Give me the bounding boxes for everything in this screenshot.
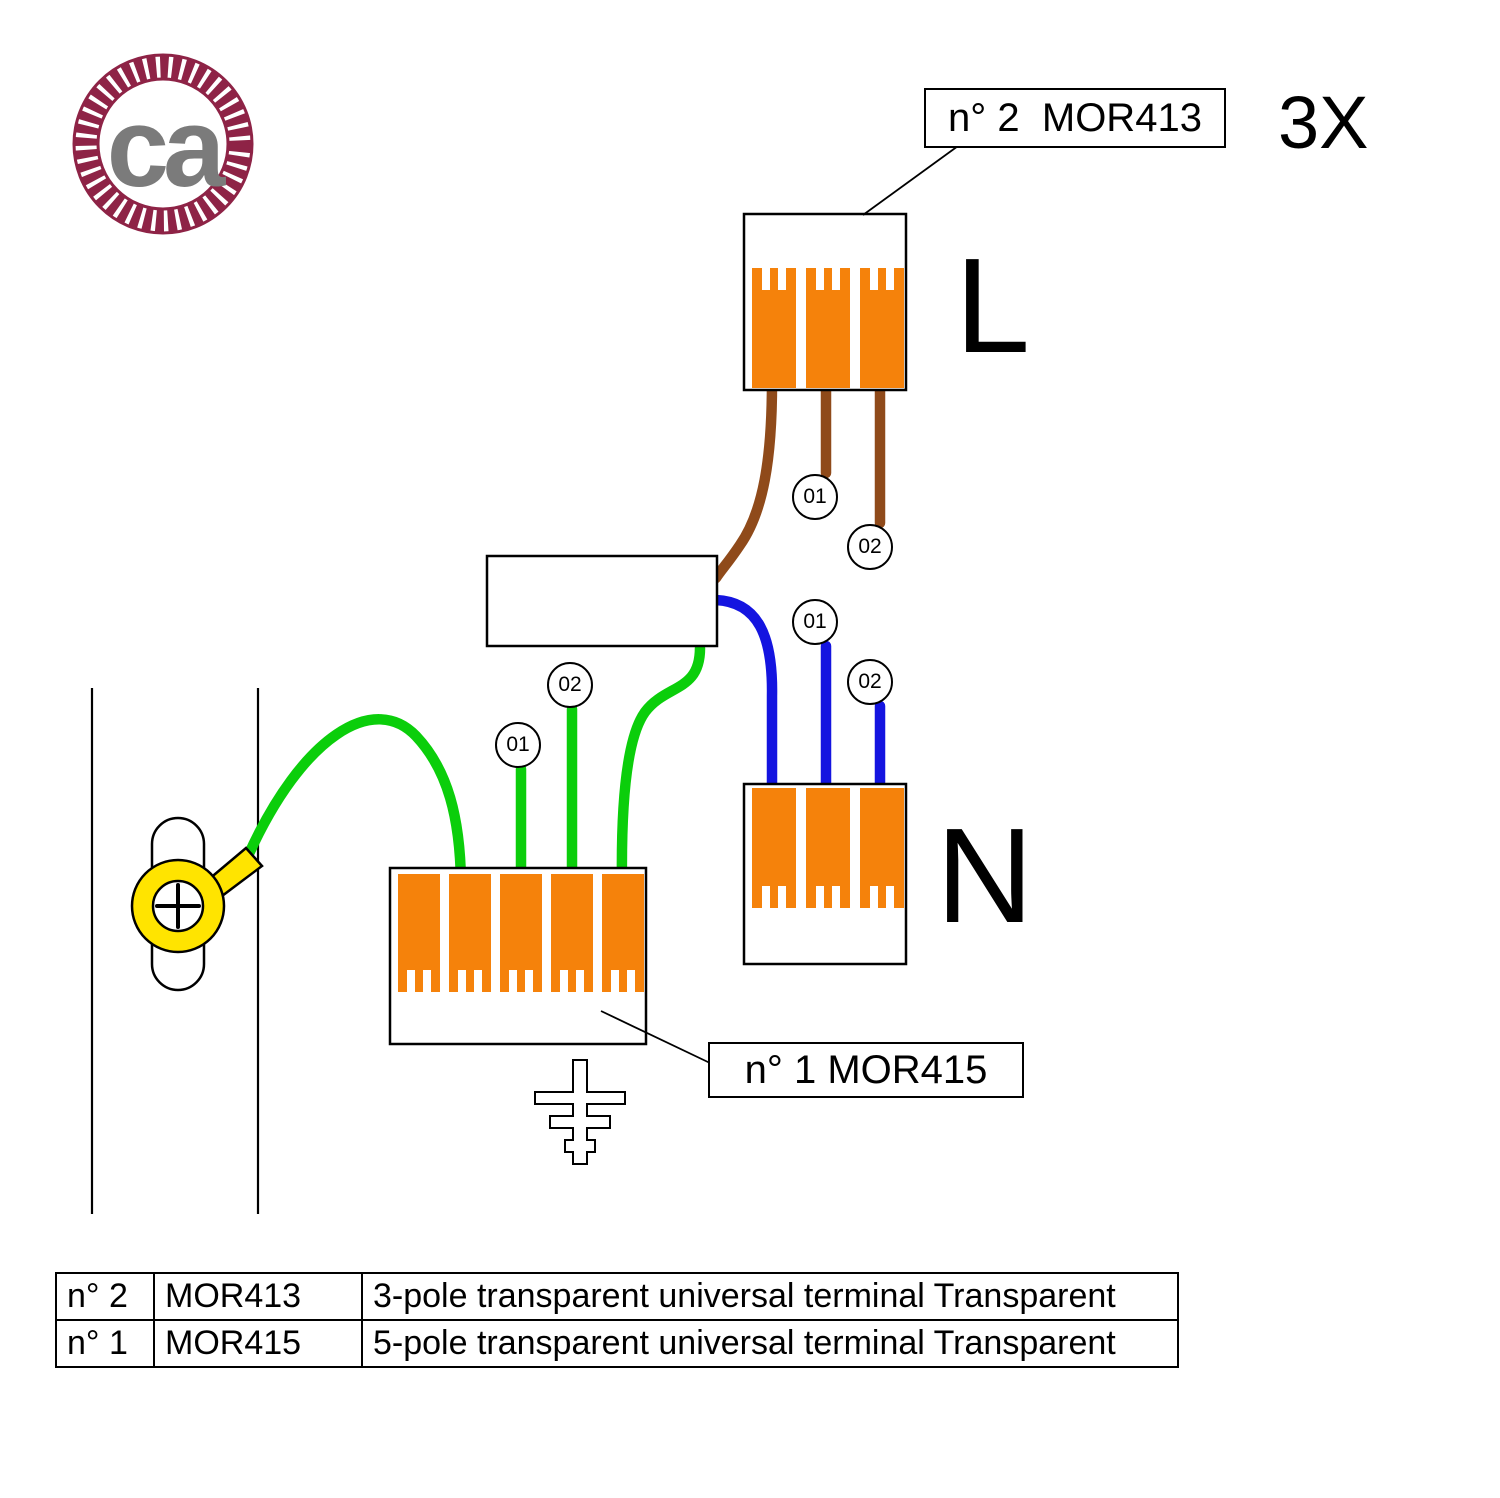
callout-mor413: n° 2 MOR413 xyxy=(924,88,1226,148)
terminal-5pole xyxy=(388,866,648,1046)
terminal-slot xyxy=(525,970,533,992)
wire-badge-blue-01: 01 xyxy=(792,599,838,645)
wire-badge-blue-02: 02 xyxy=(847,659,893,705)
desc-cell: 5-pole transparent universal terminal Tr… xyxy=(361,1319,1179,1368)
terminal-pole xyxy=(806,268,850,388)
qty-cell: n° 1 xyxy=(55,1319,155,1368)
terminal-slot xyxy=(816,268,824,290)
callout-mor415: n° 1 MOR415 xyxy=(708,1042,1024,1098)
wire-badge-green-01: 01 xyxy=(495,722,541,768)
terminal-slot xyxy=(870,886,878,908)
callout-mor415-label: n° 1 MOR415 xyxy=(744,1047,988,1092)
bill-of-materials: n° 2 MOR413 3-pole transparent universal… xyxy=(55,1272,1179,1368)
multiplier-label: 3X xyxy=(1278,81,1369,164)
brown-wire-phase xyxy=(710,376,778,584)
terminal-pole xyxy=(449,874,491,992)
terminal-slot xyxy=(886,268,894,290)
terminal-slot xyxy=(886,886,894,908)
terminal-pole xyxy=(398,874,440,992)
terminal-slot xyxy=(611,970,619,992)
logo-ring-outer-edge xyxy=(72,53,254,235)
earth-ring-terminal xyxy=(130,816,264,992)
terminal-pole xyxy=(806,788,850,908)
junction-box xyxy=(485,554,719,648)
wire-badge-brown-02: 02 xyxy=(847,524,893,570)
terminal-slot xyxy=(762,268,770,290)
desc-cell: 3-pole transparent universal terminal Tr… xyxy=(361,1272,1179,1321)
brand-logo-ring xyxy=(72,53,254,235)
logo-rope-circle xyxy=(75,56,251,232)
table-row: n° 2 MOR413 3-pole transparent universal… xyxy=(55,1272,1179,1321)
terminal-slot xyxy=(458,970,466,992)
terminal-pole xyxy=(602,874,644,992)
code-cell: MOR413 xyxy=(153,1272,363,1321)
terminal-slot xyxy=(560,970,568,992)
terminal-pole xyxy=(860,268,904,388)
terminal-slot xyxy=(509,970,517,992)
terminal-slot xyxy=(832,886,840,908)
terminal-3pole-N xyxy=(742,782,908,966)
wire-badge-brown-01: 01 xyxy=(792,474,838,520)
wire-badge-green-02: 02 xyxy=(547,662,593,708)
logo-ring-inner-edge xyxy=(96,77,230,211)
table-row: n° 1 MOR415 5-pole transparent universal… xyxy=(55,1319,1179,1368)
leader-line-mor415 xyxy=(600,1010,711,1064)
terminal-slot xyxy=(816,886,824,908)
terminal-pole xyxy=(551,874,593,992)
callout-mor413-label: n° 2 MOR413 xyxy=(948,95,1202,140)
terminal-slot xyxy=(762,886,770,908)
terminal-slot xyxy=(778,886,786,908)
terminal-slot xyxy=(407,970,415,992)
phase-letter: L xyxy=(955,230,1031,381)
earth-ground-symbol xyxy=(534,1059,626,1165)
terminal-slot xyxy=(423,970,431,992)
terminal-slot xyxy=(870,268,878,290)
neutral-letter: N xyxy=(936,800,1034,951)
terminal-3pole-L xyxy=(742,212,908,392)
qty-cell: n° 2 xyxy=(55,1272,155,1321)
terminal-pole xyxy=(500,874,542,992)
green-wire-from-box xyxy=(616,642,706,888)
terminal-pole xyxy=(752,788,796,908)
terminal-slot xyxy=(778,268,786,290)
code-cell: MOR415 xyxy=(153,1319,363,1368)
terminal-pole xyxy=(752,268,796,388)
terminal-slot xyxy=(627,970,635,992)
terminal-slot xyxy=(832,268,840,290)
terminal-pole xyxy=(860,788,904,908)
blue-wire-neutral xyxy=(710,594,778,806)
brand-logo-text: ca xyxy=(106,85,226,210)
green-earth-wire-from-ring xyxy=(242,714,467,888)
leader-line-mor413 xyxy=(862,145,959,216)
terminal-slot xyxy=(576,970,584,992)
terminal-slot xyxy=(474,970,482,992)
